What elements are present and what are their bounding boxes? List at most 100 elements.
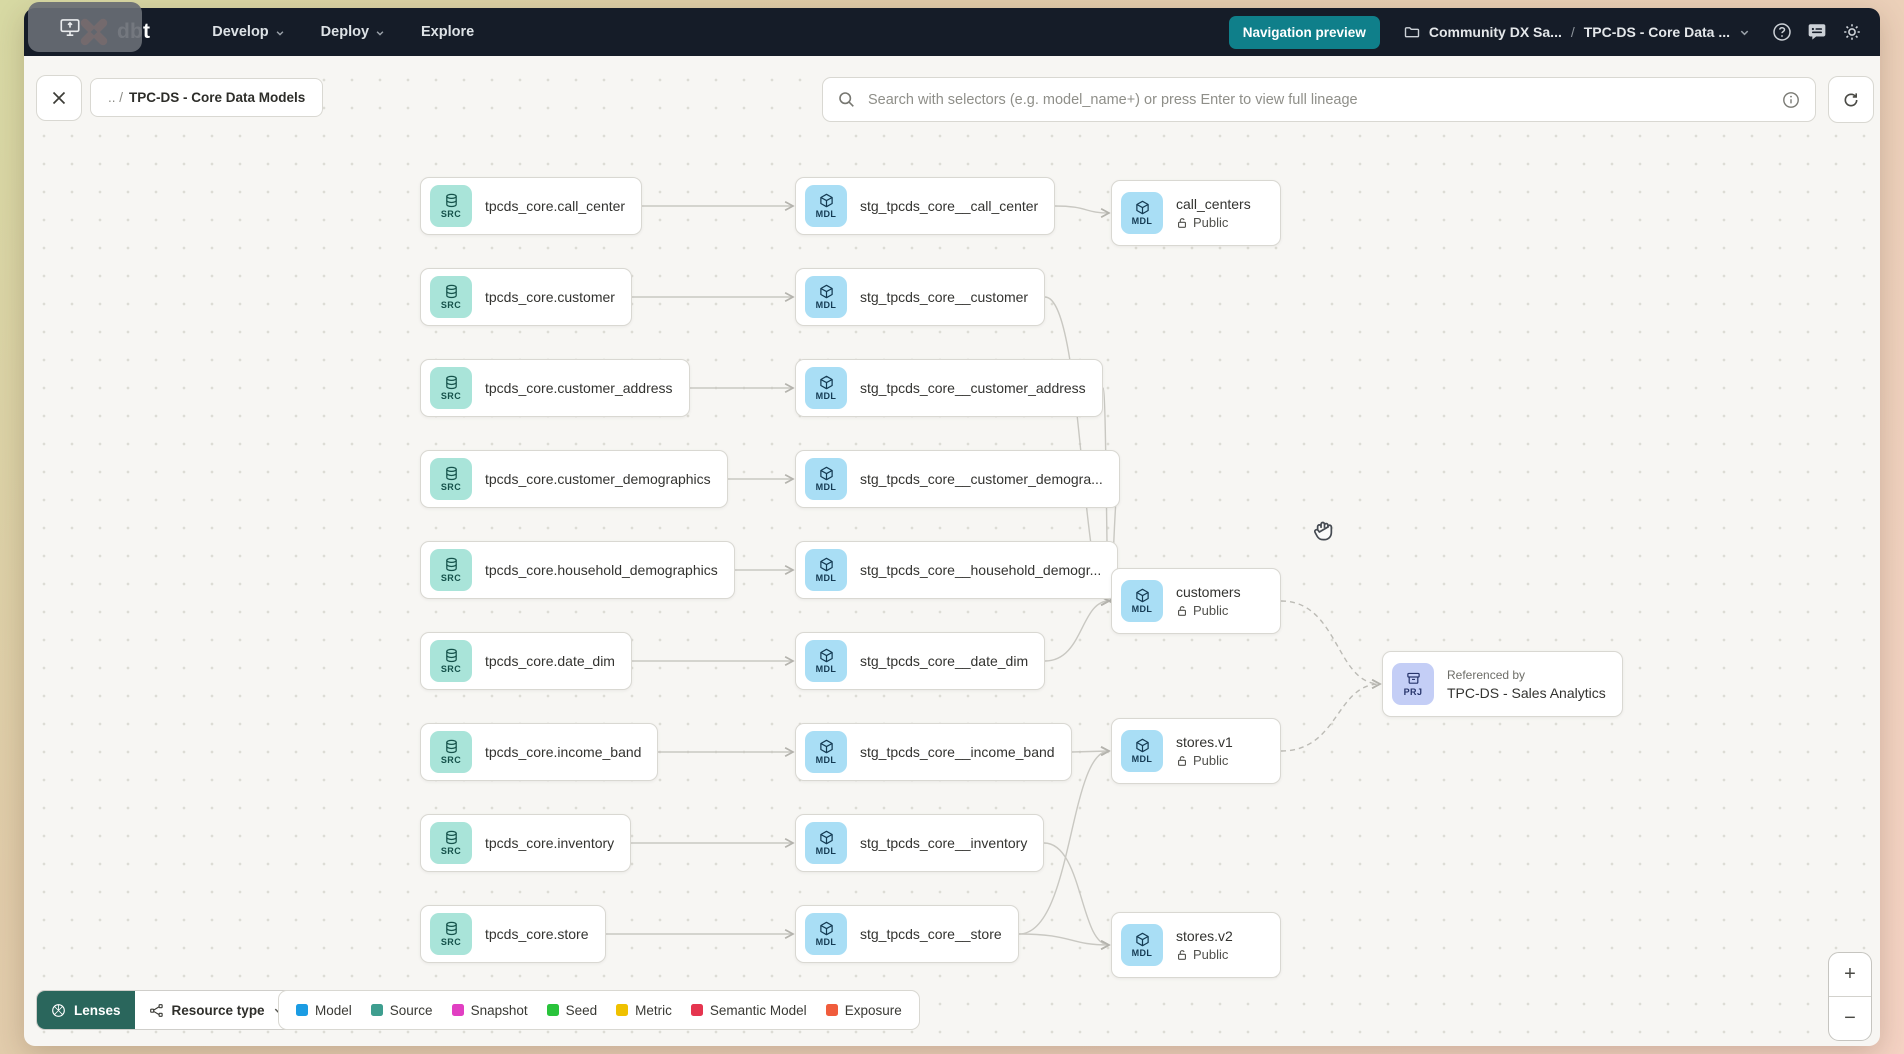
model-cube-icon: MDL [805,185,847,227]
help-icon[interactable] [1772,22,1792,42]
public-lock-icon [1176,755,1188,767]
folder-icon [1404,24,1420,40]
legend-item: Snapshot [451,1003,528,1018]
lenses-icon [52,1003,65,1017]
zoom-controls: + − [1828,952,1872,1041]
project-icon: PRJ [1392,663,1434,705]
lenses-control: Lenses Resource type [36,990,299,1030]
search-icon [839,92,854,107]
database-icon: SRC [430,185,472,227]
breadcrumb-up-link[interactable]: .. / [108,90,124,105]
public-lock-icon [1176,605,1188,617]
refresh-icon [1844,92,1858,106]
access-label: Public [1193,603,1229,618]
refresh-lineage-button[interactable] [1828,76,1874,123]
navigation-preview-button[interactable]: Navigation preview [1228,15,1380,49]
public-lock-icon [1176,949,1188,961]
breadcrumb-separator: / [1570,24,1575,40]
referenced-by-label: Referenced by [1447,667,1526,682]
database-icon: SRC [430,367,472,409]
lenses-button[interactable]: Lenses [37,991,135,1029]
model-cube-icon: MDL [1121,730,1163,772]
model-cube-icon: MDL [1121,192,1163,234]
legend-item: Model [296,1003,352,1018]
access-label: Public [1193,753,1229,768]
model-cube-icon: MDL [805,913,847,955]
main-menu: Develop Deploy Explore [212,24,474,40]
search-input[interactable] [866,90,1771,109]
breadcrumb-title: TPC-DS - Core Data Models [129,90,306,105]
model-cube-icon: MDL [805,367,847,409]
legend-item: Seed [546,1003,597,1018]
lineage-canvas[interactable]: .. / TPC-DS - Core Data Models Lenses Re… [24,56,1880,1046]
breadcrumb-project[interactable]: Community DX Sa... [1428,24,1562,40]
legend-item: Source [370,1003,433,1018]
nav-item-develop[interactable]: Develop [212,24,284,40]
zoom-in-button[interactable]: + [1844,963,1856,985]
feedback-icon[interactable] [1807,22,1827,42]
legend-item: Semantic Model [690,1003,807,1018]
database-icon: SRC [430,822,472,864]
legend-item: Exposure [825,1003,902,1018]
grab-hand-cursor [1308,515,1338,550]
model-cube-icon: MDL [805,458,847,500]
close-lineage-button[interactable] [36,75,82,121]
nav-item-deploy[interactable]: Deploy [321,24,385,40]
database-icon: SRC [430,913,472,955]
model-cube-icon: MDL [805,276,847,318]
chevron-down-icon[interactable] [1739,27,1750,38]
lineage-breadcrumb-chip[interactable]: .. / TPC-DS - Core Data Models [90,78,324,117]
resource-type-label: Resource type [171,1002,265,1018]
access-label: Public [1193,215,1229,230]
database-icon: SRC [430,458,472,500]
nav-item-explore[interactable]: Explore [421,24,475,40]
info-icon[interactable] [1782,91,1800,109]
model-cube-icon: MDL [805,640,847,682]
database-icon: SRC [430,549,472,591]
lenses-label: Lenses [74,1002,121,1018]
chevron-down-icon [376,31,384,36]
navbar-icons [1772,22,1862,42]
resource-type-dropdown[interactable]: Resource type [135,991,298,1029]
database-icon: SRC [430,640,472,682]
chevron-down-icon [276,31,284,36]
model-cube-icon: MDL [1121,580,1163,622]
zoom-out-button[interactable]: − [1829,996,1871,1040]
breadcrumb-current[interactable]: TPC-DS - Core Data ... [1583,24,1730,40]
model-cube-icon: MDL [805,549,847,591]
access-label: Public [1193,947,1229,962]
resource-type-icon [149,1003,163,1017]
settings-gear-icon[interactable] [1842,22,1862,42]
breadcrumb: Community DX Sa... / TPC-DS - Core Data … [1404,24,1750,40]
display-icon [60,19,80,36]
close-icon [52,91,66,105]
model-cube-icon: MDL [805,731,847,773]
